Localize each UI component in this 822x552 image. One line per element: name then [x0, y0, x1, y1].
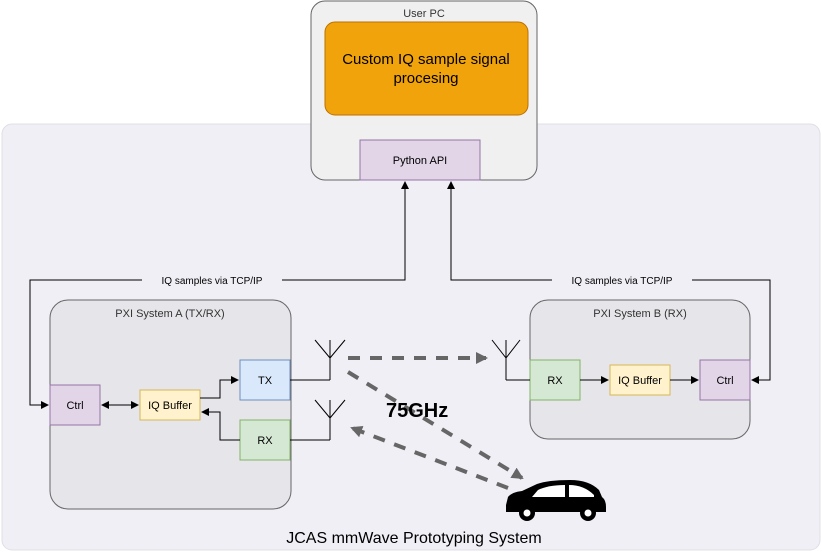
pxi-b-rx-label: RX	[547, 375, 563, 387]
processing-block	[324, 21, 529, 116]
pxi-a-rx-label: RX	[257, 435, 273, 447]
user-pc-title: User PC	[403, 8, 445, 20]
processing-label-line1: Custom IQ sample signal	[342, 51, 510, 68]
pxi-b-ctrl-label: Ctrl	[716, 375, 733, 387]
pxi-a-buffer-label: IQ Buffer	[148, 400, 192, 412]
frequency-label: 75GHz	[386, 400, 448, 422]
system-title: JCAS mmWave Prototyping System	[286, 530, 541, 547]
wave-car-to-rx	[350, 425, 509, 490]
processing-label-line2: procesing	[393, 70, 458, 87]
antenna-icon	[290, 339, 346, 381]
pxi-a-title: PXI System A (TX/RX)	[115, 308, 224, 320]
pxi-a-tx-label: TX	[258, 375, 273, 387]
pxi-a-ctrl-label: Ctrl	[66, 400, 83, 412]
car-icon	[506, 480, 606, 521]
link-a-label-bg	[142, 274, 282, 286]
antenna-icon	[290, 399, 346, 441]
rx-buffer-connector	[201, 408, 240, 441]
link-b-label: IQ samples via TCP/IP	[572, 276, 673, 287]
link-b-label-bg	[552, 274, 692, 286]
link-a-to-api	[29, 181, 409, 409]
pxi-b-buffer-label: IQ Buffer	[618, 375, 662, 387]
pxi-a-rx-block	[239, 419, 291, 461]
link-b-to-api	[447, 181, 771, 384]
link-a-label: IQ samples via TCP/IP	[162, 276, 263, 287]
python-api-label: Python API	[393, 155, 447, 167]
pxi-b-title: PXI System B (RX)	[593, 308, 687, 320]
wave-tx-to-car	[346, 370, 524, 480]
antenna-icon	[491, 339, 530, 381]
python-api-block	[359, 139, 481, 181]
